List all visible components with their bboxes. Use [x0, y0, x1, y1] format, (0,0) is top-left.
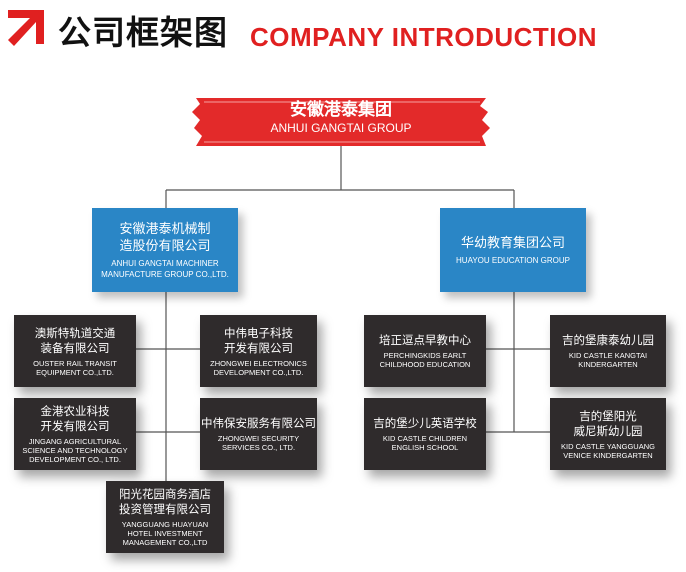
- left-unit-name-en: OUSTER RAIL TRANSIT EQUIPMENT CO.,LTD.: [33, 358, 117, 377]
- left-unit-name-en: ZHONGWEI SECURITY SERVICES CO., LTD.: [217, 434, 300, 452]
- page-title-cn: 公司框架图: [58, 13, 228, 52]
- left-unit-name-cn: 澳斯特轨道交通 装备有限公司: [34, 325, 116, 355]
- right-unit-name-cn: 培正逗点早教中心: [379, 333, 471, 347]
- left-unit-name-en: JINGANG AGRICULTURAL SCIENCE AND TECHNOL…: [22, 437, 128, 464]
- right-unit-node: 培正逗点早教中心 PERCHINGKIDS EARLT CHILDHOOD ED…: [364, 315, 486, 387]
- page-title-en: COMPANY INTRODUCTION: [250, 22, 598, 52]
- right-unit-name-cn: 吉的堡康泰幼儿园: [562, 333, 654, 347]
- left-unit-name-cn: 中伟电子科技 开发有限公司: [224, 325, 293, 355]
- left-unit-node: 阳光花园商务酒店 投资管理有限公司 YANGGUANG HUAYUAN HOTE…: [106, 481, 224, 553]
- left-unit-name-cn: 金港农业科技 开发有限公司: [40, 404, 110, 433]
- right-unit-name-en: PERCHINGKIDS EARLT CHILDHOOD EDUCATION: [379, 351, 471, 369]
- left-unit-node: 金港农业科技 开发有限公司 JINGANG AGRICULTURAL SCIEN…: [14, 398, 136, 470]
- root-name-en: ANHUI GANGTAI GROUP: [270, 121, 412, 135]
- root-node: 安徽港泰集团 ANHUI GANGTAI GROUP: [190, 99, 492, 136]
- right-unit-node: 吉的堡康泰幼儿园 KID CASTLE KANGTAI KINDERGARTEN: [550, 315, 666, 387]
- root-name-cn: 安徽港泰集团: [290, 100, 392, 120]
- left-unit-node: 中伟保安服务有限公司 ZHONGWEI SECURITY SERVICES CO…: [200, 398, 317, 470]
- right-unit-name-cn: 吉的堡少儿英语学校: [373, 416, 477, 430]
- right-unit-name-en: KID CASTLE KANGTAI KINDERGARTEN: [568, 351, 648, 369]
- left-unit-name-en: ZHONGWEI ELECTRONICS DEVELOPMENT CO.,LTD…: [210, 358, 307, 377]
- right-unit-name-en: KID CASTLE CHILDREN ENGLISH SCHOOL: [382, 434, 468, 452]
- left-unit-node: 中伟电子科技 开发有限公司 ZHONGWEI ELECTRONICS DEVEL…: [200, 315, 317, 387]
- root-banner: [192, 98, 490, 146]
- right-unit-node: 吉的堡阳光 威尼斯幼儿园 KID CASTLE YANGGUANG VENICE…: [550, 398, 666, 470]
- right-unit-name-cn: 吉的堡阳光 威尼斯幼儿园: [573, 408, 643, 438]
- left-unit-name-cn: 阳光花园商务酒店 投资管理有限公司: [119, 487, 211, 516]
- branch-left-node: 安徽港泰机械制 造股份有限公司 ANHUI GANGTAI MACHINER M…: [92, 208, 238, 292]
- branch-right-node: 华幼教育集团公司 HUAYOU EDUCATION GROUP: [440, 208, 586, 292]
- branch-right-name-cn: 华幼教育集团公司: [460, 235, 565, 251]
- branch-left-name-en: ANHUI GANGTAI MACHINER MANUFACTURE GROUP…: [101, 258, 229, 279]
- left-unit-node: 澳斯特轨道交通 装备有限公司 OUSTER RAIL TRANSIT EQUIP…: [14, 315, 136, 387]
- branch-right-name-en: HUAYOU EDUCATION GROUP: [456, 255, 570, 265]
- left-unit-name-en: YANGGUANG HUAYUAN HOTEL INVESTMENT MANAG…: [121, 520, 209, 547]
- red-arrow-icon: [8, 10, 44, 46]
- right-unit-name-en: KID CASTLE YANGGUANG VENICE KINDERGARTEN: [561, 441, 655, 460]
- right-unit-node: 吉的堡少儿英语学校 KID CASTLE CHILDREN ENGLISH SC…: [364, 398, 486, 470]
- left-unit-name-cn: 中伟保安服务有限公司: [201, 416, 316, 430]
- branch-left-name-cn: 安徽港泰机械制 造股份有限公司: [119, 221, 211, 254]
